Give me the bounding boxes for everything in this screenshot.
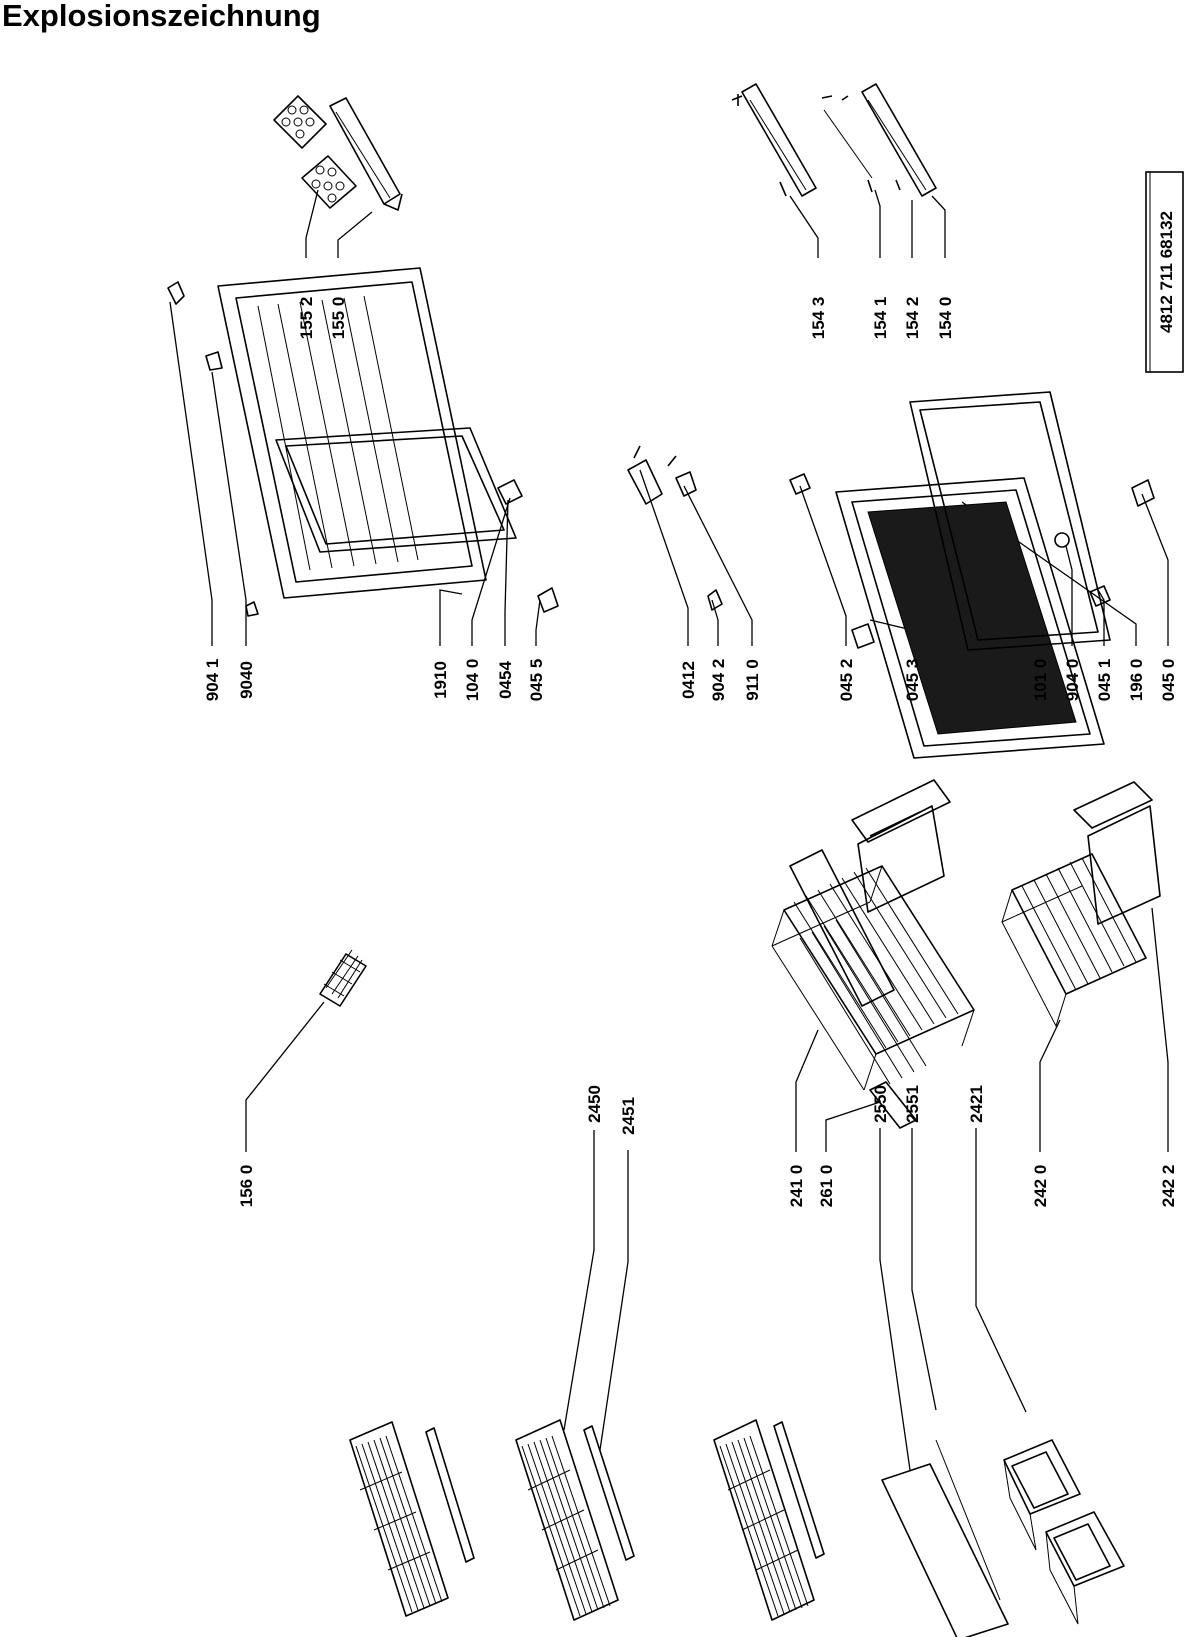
part-label-2610: 261 0: [817, 1165, 836, 1208]
part-label-1540: 154 0: [936, 297, 955, 340]
part-label-1541: 154 1: [871, 297, 890, 340]
part-label-1560: 156 0: [237, 1165, 256, 1208]
part-label-0454: 0454: [496, 661, 515, 699]
part-label-1543: 154 3: [809, 297, 828, 340]
part-label-2421: 2421: [967, 1085, 986, 1123]
part-label-0451: 045 1: [1095, 659, 1114, 702]
part-label-2422: 242 2: [1159, 1165, 1178, 1208]
part-label-9040b: 904 0: [1063, 659, 1082, 702]
glass-shelf-part: [881, 1439, 1009, 1637]
part-label-9041: 904 1: [203, 659, 222, 702]
part-label-2450: 2450: [585, 1085, 604, 1123]
leader-lines: [169, 189, 1169, 1471]
main-door-part: [789, 391, 1155, 759]
grid-shelf-part: [349, 1419, 825, 1621]
part-label-9040a: 9040: [237, 661, 256, 699]
door-frame-part: [167, 267, 559, 617]
part-label-2550: 2550: [871, 1085, 890, 1123]
part-label-1960: 196 0: [1127, 659, 1146, 702]
part-label-0452: 045 2: [837, 659, 856, 702]
part-label-9042: 904 2: [709, 659, 728, 702]
part-label-1010: 101 0: [1031, 659, 1050, 702]
small-tray-part: [319, 949, 367, 1007]
part-label-2451: 2451: [619, 1097, 638, 1135]
document-number-box: 4812 711 68132: [1145, 171, 1184, 373]
part-label-9110: 911 0: [743, 659, 762, 701]
door-shelf-pair-part: [731, 83, 937, 197]
part-label-1542: 154 2: [903, 297, 922, 340]
part-label-1910: 1910: [431, 661, 450, 699]
part-labels: 155 2 155 0 154 3 154 1 154 2 154 0 904 …: [203, 297, 1178, 1208]
part-label-1040: 104 0: [463, 659, 482, 702]
part-label-0453: 045 3: [903, 659, 922, 702]
part-label-0455: 045 5: [527, 659, 546, 702]
page-title: Explosionszeichnung: [2, 0, 321, 33]
egg-tray-part: [273, 95, 357, 209]
part-label-2410: 241 0: [787, 1165, 806, 1208]
drawer-part: [1003, 1439, 1125, 1625]
part-label-0450: 045 0: [1159, 659, 1178, 702]
part-label-2551: 2551: [903, 1085, 922, 1123]
door-shelf-part: [329, 97, 403, 211]
lower-basket-part: [1001, 781, 1161, 1028]
part-label-2420: 242 0: [1031, 1165, 1050, 1208]
document-number: 4812 711 68132: [1157, 211, 1176, 333]
upper-basket-part: [771, 779, 975, 1129]
hinge-part: [627, 445, 723, 611]
part-label-1550: 155 0: [329, 297, 348, 340]
part-label-1552: 155 2: [297, 297, 316, 340]
part-label-0412: 0412: [679, 661, 698, 699]
